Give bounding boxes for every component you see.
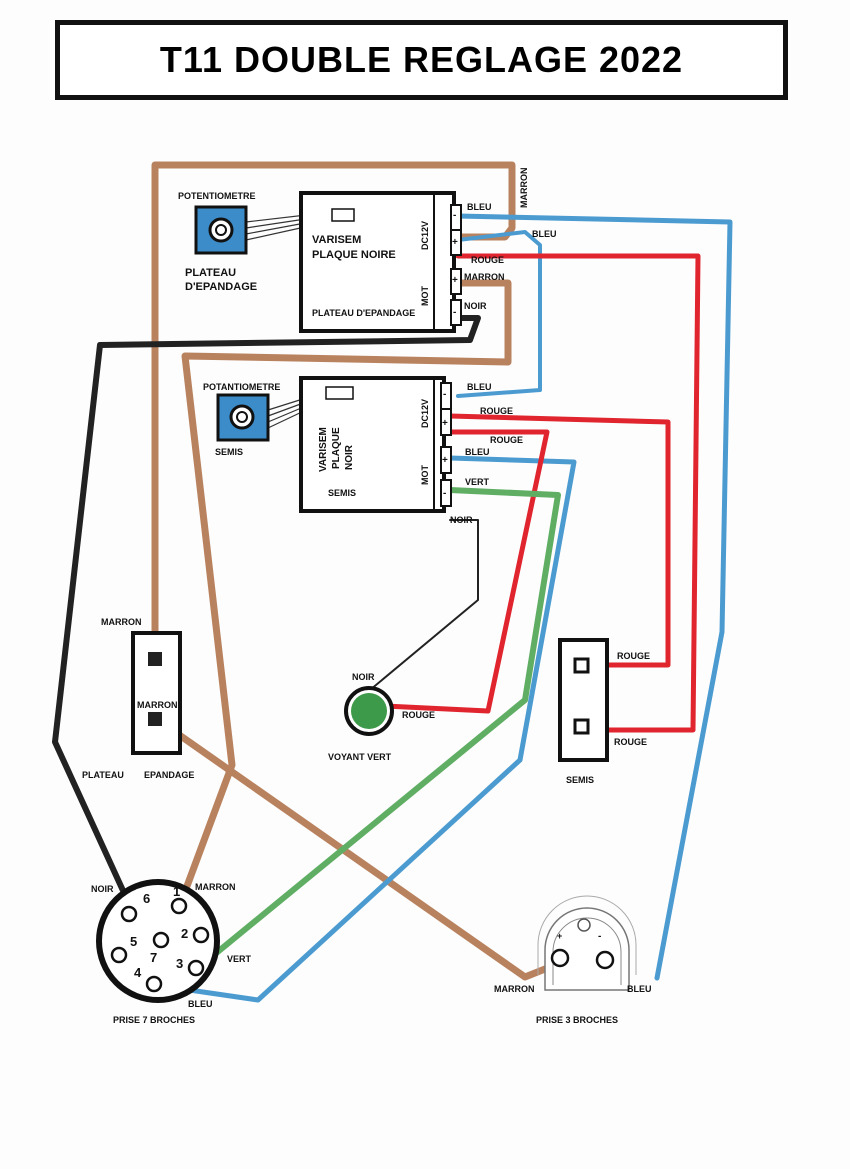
- wire-rouge-lamp: [382, 429, 550, 714]
- pin-4: 4: [134, 965, 142, 980]
- connector-semis-caption: SEMIS: [566, 775, 594, 785]
- connector-semis-label-rouge-2: ROUGE: [614, 737, 647, 747]
- connector-plateau-caption-1: PLATEAU: [82, 770, 124, 780]
- wire-labels: BLEU MARRON BLEU ROUGE MARRON NOIR BLEU …: [450, 168, 557, 526]
- label-bot-rouge-2: ROUGE: [490, 435, 523, 445]
- plug3-plus: +: [557, 931, 562, 941]
- label-top-rouge: ROUGE: [471, 255, 504, 265]
- plug7-label-marron: MARRON: [195, 882, 236, 892]
- plug7-label-noir: NOIR: [91, 884, 114, 894]
- plug3-minus: -: [598, 931, 601, 942]
- terminal-bottom-mot-plus: +: [442, 455, 448, 466]
- module-varisem-top: VARISEM PLAQUE NOIRE PLATEAU D'EPANDAGE …: [299, 191, 456, 333]
- pot-top-title: POTENTIOMETRE: [178, 191, 256, 201]
- module-bottom-mot-label: MOT: [420, 465, 430, 485]
- lamp-label-noir: NOIR: [352, 672, 375, 682]
- terminal-top-mot-minus: -: [453, 307, 456, 318]
- plug-3-broches: + - MARRON BLEU PRISE 3 BROCHES: [494, 895, 652, 1025]
- wire-vert: [195, 487, 561, 971]
- label-top-marron: MARRON: [464, 272, 505, 282]
- terminal-top-plus: +: [452, 237, 458, 248]
- connector-plateau-epandage: MARRON MARRON PLATEAU EPANDAGE: [82, 617, 194, 780]
- wire-noir-lamp: [369, 519, 479, 691]
- plug7-label-vert: VERT: [227, 954, 252, 964]
- terminal-top-mot-plus: +: [452, 275, 458, 286]
- plug3-label-bleu: BLEU: [627, 984, 652, 994]
- potentiometer-bottom: POTANTIOMETRE SEMIS: [203, 382, 280, 457]
- module-bottom-bottom-label: SEMIS: [328, 488, 356, 498]
- module-top-name-1: VARISEM: [312, 234, 361, 246]
- wire-bleu-link: [456, 230, 542, 398]
- potentiometer-top: POTENTIOMETRE PLATEAU D'EPANDAGE: [178, 191, 257, 293]
- pin-6: 6: [143, 891, 150, 906]
- connector-plateau-caption-2: EPANDAGE: [144, 770, 194, 780]
- label-top-bleu: BLEU: [467, 202, 492, 212]
- connector-plateau-label-top: MARRON: [101, 617, 142, 627]
- wire-noir-top: [52, 315, 481, 898]
- pin-5: 5: [130, 934, 137, 949]
- module-bottom-name-3: NOIR: [344, 444, 355, 470]
- plug7-label-bleu: BLEU: [188, 999, 213, 1009]
- module-bottom-name-2: PLAQUE: [331, 427, 342, 469]
- label-top-noir: NOIR: [464, 301, 487, 311]
- title-box: T11 DOUBLE REGLAGE 2022: [55, 20, 788, 100]
- wire-rouge-top: [455, 253, 701, 733]
- connector-plateau-label-inner: MARRON: [137, 700, 178, 710]
- plug7-caption: PRISE 7 BROCHES: [113, 1015, 195, 1025]
- terminal-bottom-minus: -: [443, 389, 446, 400]
- wire-rouge-bottom1: [447, 413, 671, 668]
- terminal-top-minus: -: [453, 210, 456, 221]
- plug3-caption: PRISE 3 BROCHES: [536, 1015, 618, 1025]
- lamp-label-rouge: ROUGE: [402, 710, 435, 720]
- wire-marron-mot: [176, 279, 512, 909]
- wire-bleu-mot: [152, 455, 577, 1003]
- label-bot-vert: VERT: [465, 477, 490, 487]
- pin-7: 7: [150, 950, 157, 965]
- pin-3: 3: [176, 956, 183, 971]
- label-top-marron-vertical: MARRON: [519, 168, 529, 209]
- terminal-bottom-plus: +: [442, 418, 448, 429]
- module-bottom-name-1: VARISEM: [318, 427, 329, 472]
- terminal-bottom-mot-minus: -: [443, 488, 446, 499]
- pot-top-label-1: PLATEAU: [185, 267, 236, 279]
- pot-bottom-title: POTANTIOMETRE: [203, 382, 280, 392]
- pin-1: 1: [173, 884, 180, 899]
- wire-bleu-top: [455, 213, 733, 981]
- module-top-bottom-label: PLATEAU D'EPANDAGE: [312, 308, 415, 318]
- diagram-title: T11 DOUBLE REGLAGE 2022: [159, 39, 684, 80]
- module-bottom-dc-label: DC12V: [420, 399, 430, 428]
- terminal-block-top: - + + -: [450, 204, 462, 326]
- label-bot-bleu: BLEU: [467, 382, 492, 392]
- pin-2: 2: [181, 926, 188, 941]
- label-bot-rouge-1: ROUGE: [480, 406, 513, 416]
- module-top-dc-label: DC12V: [420, 221, 430, 250]
- connector-semis-label-rouge-1: ROUGE: [617, 651, 650, 661]
- module-varisem-bottom: VARISEM PLAQUE NOIR SEMIS DC12V MOT: [299, 376, 446, 513]
- pot-bottom-label: SEMIS: [215, 447, 243, 457]
- label-bot-bleu-2: BLEU: [465, 447, 490, 457]
- voyant-vert-lamp: NOIR ROUGE VOYANT VERT: [328, 672, 435, 762]
- lamp-caption: VOYANT VERT: [328, 752, 392, 762]
- label-top-bleu-right: BLEU: [532, 229, 557, 239]
- terminal-block-bottom: - + + -: [440, 382, 452, 507]
- plug-7-broches: 1 2 3 4 5 6 7 NOIR MARRON VERT BLEU PRIS…: [91, 879, 252, 1025]
- connector-semis: ROUGE ROUGE SEMIS: [558, 638, 650, 785]
- module-top-mot-label: MOT: [420, 286, 430, 306]
- plug3-label-marron: MARRON: [494, 984, 535, 994]
- pot-top-label-2: D'EPANDAGE: [185, 281, 257, 293]
- label-bot-noir: NOIR: [450, 515, 473, 525]
- module-top-name-2: PLAQUE NOIRE: [312, 249, 396, 261]
